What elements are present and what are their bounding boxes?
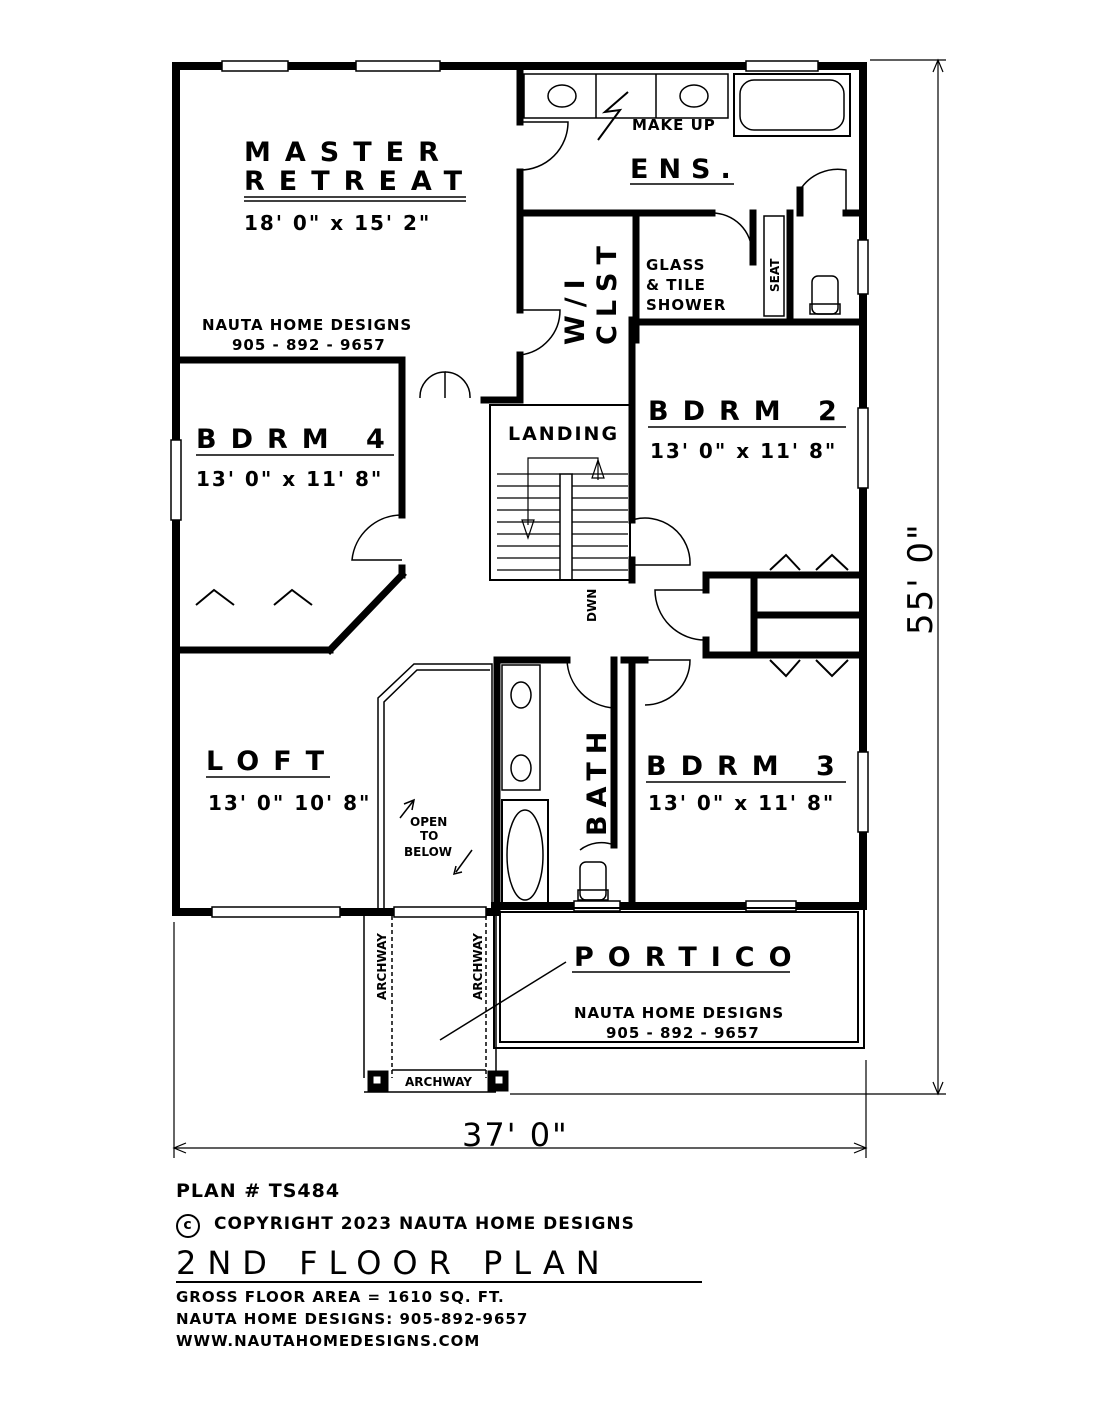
watermark-phone-bottom: 905 - 892 - 9657 <box>606 1024 760 1042</box>
interior-walls <box>176 66 864 916</box>
ensuite-makeup: MAKE UP <box>632 116 716 134</box>
stair-down: DWN <box>585 589 599 622</box>
loft-name: LOFT <box>206 746 338 777</box>
door-swings <box>351 121 847 851</box>
open-below-line1: OPEN <box>410 815 447 829</box>
bdrm2-name: BDRM 2 <box>648 396 851 427</box>
phone-line: NAUTA HOME DESIGNS: 905-892-9657 <box>176 1310 529 1328</box>
landing-name: LANDING <box>508 423 619 445</box>
plan-title: 2ND FLOOR PLAN <box>176 1244 611 1282</box>
watermark-company-bottom: NAUTA HOME DESIGNS <box>574 1004 784 1022</box>
shower-line3: SHOWER <box>646 296 726 314</box>
gross-area: GROSS FLOOR AREA = 1610 SQ. FT. <box>176 1288 505 1306</box>
archway-posts <box>363 916 567 1093</box>
copyright-line: c COPYRIGHT 2023 NAUTA HOME DESIGNS <box>176 1214 635 1238</box>
master-dims: 18' 0" x 15' 2" <box>244 211 431 235</box>
open-below-arrows <box>399 798 473 876</box>
stair <box>489 404 631 581</box>
archway-right: ARCHWAY <box>471 933 485 1000</box>
bath-name: BATH <box>582 724 613 836</box>
bdrm3-name: BDRM 3 <box>646 751 849 782</box>
bdrm2-dims: 13' 0" x 11' 8" <box>650 439 837 463</box>
open-below-line3: BELOW <box>404 845 452 859</box>
wic-line1: W/I <box>560 271 591 345</box>
windows <box>170 60 869 918</box>
shower-line2: & TILE <box>646 276 706 294</box>
plan-number: PLAN # TS484 <box>176 1180 341 1202</box>
bdrm4-name: BDRM 4 <box>196 424 399 455</box>
watermark-company-top: NAUTA HOME DESIGNS <box>202 316 412 334</box>
dimension-lines <box>172 58 946 1158</box>
ensuite-name: ENS. <box>630 154 741 185</box>
copyright-icon: c <box>176 1214 200 1238</box>
open-to-below <box>377 663 493 908</box>
title-underline <box>176 1281 702 1283</box>
depth-dimension: 55' 0" <box>901 522 941 635</box>
fixtures <box>501 73 851 905</box>
wic-line2: CLST <box>592 238 623 345</box>
archway-bottom: ARCHWAY <box>405 1075 472 1089</box>
master-name-line1: MASTER <box>244 137 453 168</box>
shower-seat: SEAT <box>768 258 782 292</box>
closet-doors <box>195 553 849 678</box>
watermark-phone-top: 905 - 892 - 9657 <box>232 336 386 354</box>
loft-dims: 13' 0" 10' 8" <box>208 791 371 815</box>
open-below-line2: TO <box>420 829 438 843</box>
width-dimension: 37' 0" <box>462 1116 569 1154</box>
portico-slab <box>493 907 865 1049</box>
copyright-text: COPYRIGHT 2023 NAUTA HOME DESIGNS <box>214 1214 635 1234</box>
bdrm4-dims: 13' 0" x 11' 8" <box>196 467 383 491</box>
website: WWW.NAUTAHOMEDESIGNS.COM <box>176 1332 481 1350</box>
shower-line1: GLASS <box>646 256 705 274</box>
portico-name: PORTICO <box>574 942 806 973</box>
archway-left: ARCHWAY <box>375 933 389 1000</box>
master-name-line2: RETREAT <box>244 166 476 197</box>
floor-plan-drawing: MASTER RETREAT 18' 0" x 15' 2" NAUTA HOM… <box>170 58 946 1158</box>
bdrm3-dims: 13' 0" x 11' 8" <box>648 791 835 815</box>
